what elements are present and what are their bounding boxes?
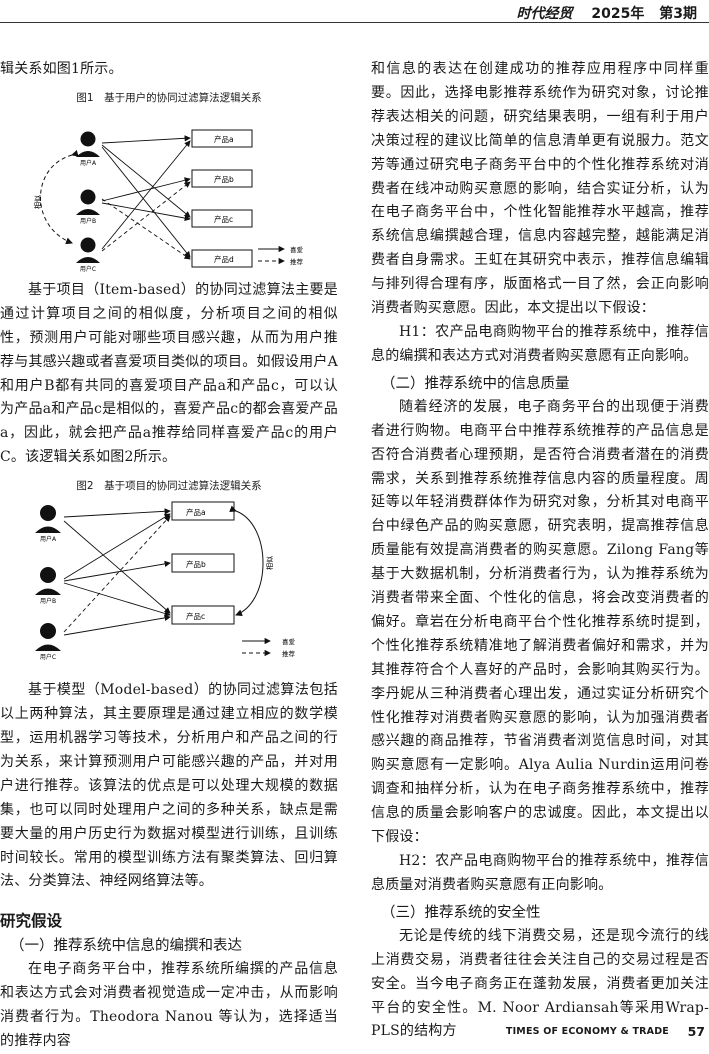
paragraph: 随着经济的发展，电子商务平台的出现便于消费者进行购物。电商平台中推荐系统推荐的产…: [371, 398, 709, 846]
product-b-box: [191, 169, 253, 188]
like-arrow: [101, 144, 191, 218]
recommend-arrow: [63, 515, 171, 633]
user-a-label: 用户A: [80, 159, 97, 167]
hypothesis-h2: H2：农产品电商购物平台的推荐系统中，推荐信息质量对消费者购买意愿有正向影响。: [371, 853, 709, 893]
user-b-icon: [76, 189, 100, 215]
like-arrow: [101, 146, 191, 258]
product-a-box: [191, 129, 253, 148]
paragraph: 辑关系如图1所示。: [0, 61, 123, 77]
product-d-box: [191, 249, 253, 268]
user-c-label: 用户C: [80, 265, 96, 273]
user-c-icon: [76, 237, 100, 263]
user-a-icon: [35, 505, 61, 534]
running-header: 时代经贸 2025年 第3期: [517, 3, 697, 23]
product-b-label: 产品b: [214, 174, 234, 184]
user-c-label: 用户C: [40, 653, 56, 661]
user-a-label: 用户A: [40, 535, 57, 543]
section-heading: 研究假设: [0, 912, 63, 931]
page-number: 57: [687, 1024, 705, 1039]
figure-1-diagram: 相似 用户A 用户B 用户C 产品a 产品b 产品c 产品d 喜爱 推荐: [33, 129, 304, 273]
similarity-arc: [40, 149, 79, 245]
like-arrow: [63, 614, 171, 636]
paragraph: 无论是传统的线下消费交易，还是现今流行的线上消费交易，消费者往往会关注自己的交易…: [371, 927, 709, 1040]
figure-2-diagram: 用户A 用户B 用户C 产品a 产品b 产品c 相似 喜爱 推荐: [35, 501, 296, 661]
journal-issue: 第3期: [659, 6, 697, 22]
paragraph: 在电子商务平台中，推荐系统所编撰的产品信息和表达方式会对消费者视觉造成一定冲击，…: [0, 961, 338, 1050]
hypothesis-h1: H1：农产品电商购物平台的推荐系统中，推荐信息的编撰和表达方式对消费者购买意愿有…: [371, 323, 709, 364]
user-b-label: 用户B: [80, 217, 96, 225]
header-rule: [0, 22, 709, 23]
recommend-arrow: [101, 181, 191, 252]
like-arrow: [63, 582, 171, 617]
like-arrow: [63, 508, 171, 518]
left-column: 辑关系如图1所示。 图1 基于用户的协同过滤算法逻辑关系 相似 用户A 用户B …: [0, 34, 338, 1054]
like-arrow: [101, 140, 191, 250]
legend-recommend-label: 推荐: [282, 649, 296, 658]
journal-year: 2025年: [591, 6, 645, 22]
subsection-heading: （一）推荐系统中信息的编撰和表达: [10, 938, 242, 955]
legend-recommend-label: 推荐: [290, 257, 304, 266]
like-arrow: [101, 177, 191, 202]
subsection-heading: （二）推荐系统中的信息质量: [381, 375, 570, 392]
like-arrow: [101, 202, 191, 222]
figure-2-title: 图2 基于项目的协同过滤算法逻辑关系: [76, 480, 262, 493]
user-c-icon: [35, 623, 61, 652]
legend-like-label: 喜爱: [282, 637, 296, 646]
product-b-label: 产品b: [186, 559, 206, 569]
user-a-icon: [76, 131, 100, 157]
product-c-label: 产品c: [214, 214, 233, 224]
product-c-label: 产品c: [186, 611, 205, 621]
right-column: 和信息的表达在创建成功的推荐应用程序中同样重要。因此，选择电影推荐系统作为研究对…: [371, 34, 709, 1044]
similarity-arc: [229, 505, 264, 617]
paragraph: 和信息的表达在创建成功的推荐应用程序中同样重要。因此，选择电影推荐系统作为研究对…: [371, 61, 709, 317]
user-b-icon: [35, 567, 61, 596]
paragraph: 基于模型（Model-based）的协同过滤算法包括以上两种算法，其主要原理是通…: [0, 682, 338, 890]
similarity-label: 相似: [33, 195, 42, 209]
product-a-label: 产品a: [186, 507, 206, 517]
product-d-label: 产品d: [214, 254, 234, 264]
journal-title: 时代经贸: [516, 6, 573, 22]
product-a-label: 产品a: [214, 134, 234, 144]
like-arrow: [63, 513, 171, 580]
user-b-label: 用户B: [40, 597, 56, 605]
legend-like-label: 喜爱: [290, 245, 304, 254]
paragraph: 基于项目（Item-based）的协同过滤算法主要是通过计算项目之间的相似度，分…: [0, 281, 338, 466]
product-c-box: [191, 209, 253, 228]
like-arrow: [63, 520, 171, 614]
subsection-heading: （三）推荐系统的安全性: [381, 904, 541, 921]
like-arrow: [63, 560, 171, 582]
like-arrow: [101, 135, 191, 144]
recommend-arrow: [101, 198, 191, 260]
figure-1-title: 图1 基于用户的协同过滤算法逻辑关系: [76, 91, 262, 104]
similarity-label: 相似: [265, 556, 274, 570]
footer-journal-name: TIMES OF ECONOMY & TRADE: [505, 1026, 669, 1037]
